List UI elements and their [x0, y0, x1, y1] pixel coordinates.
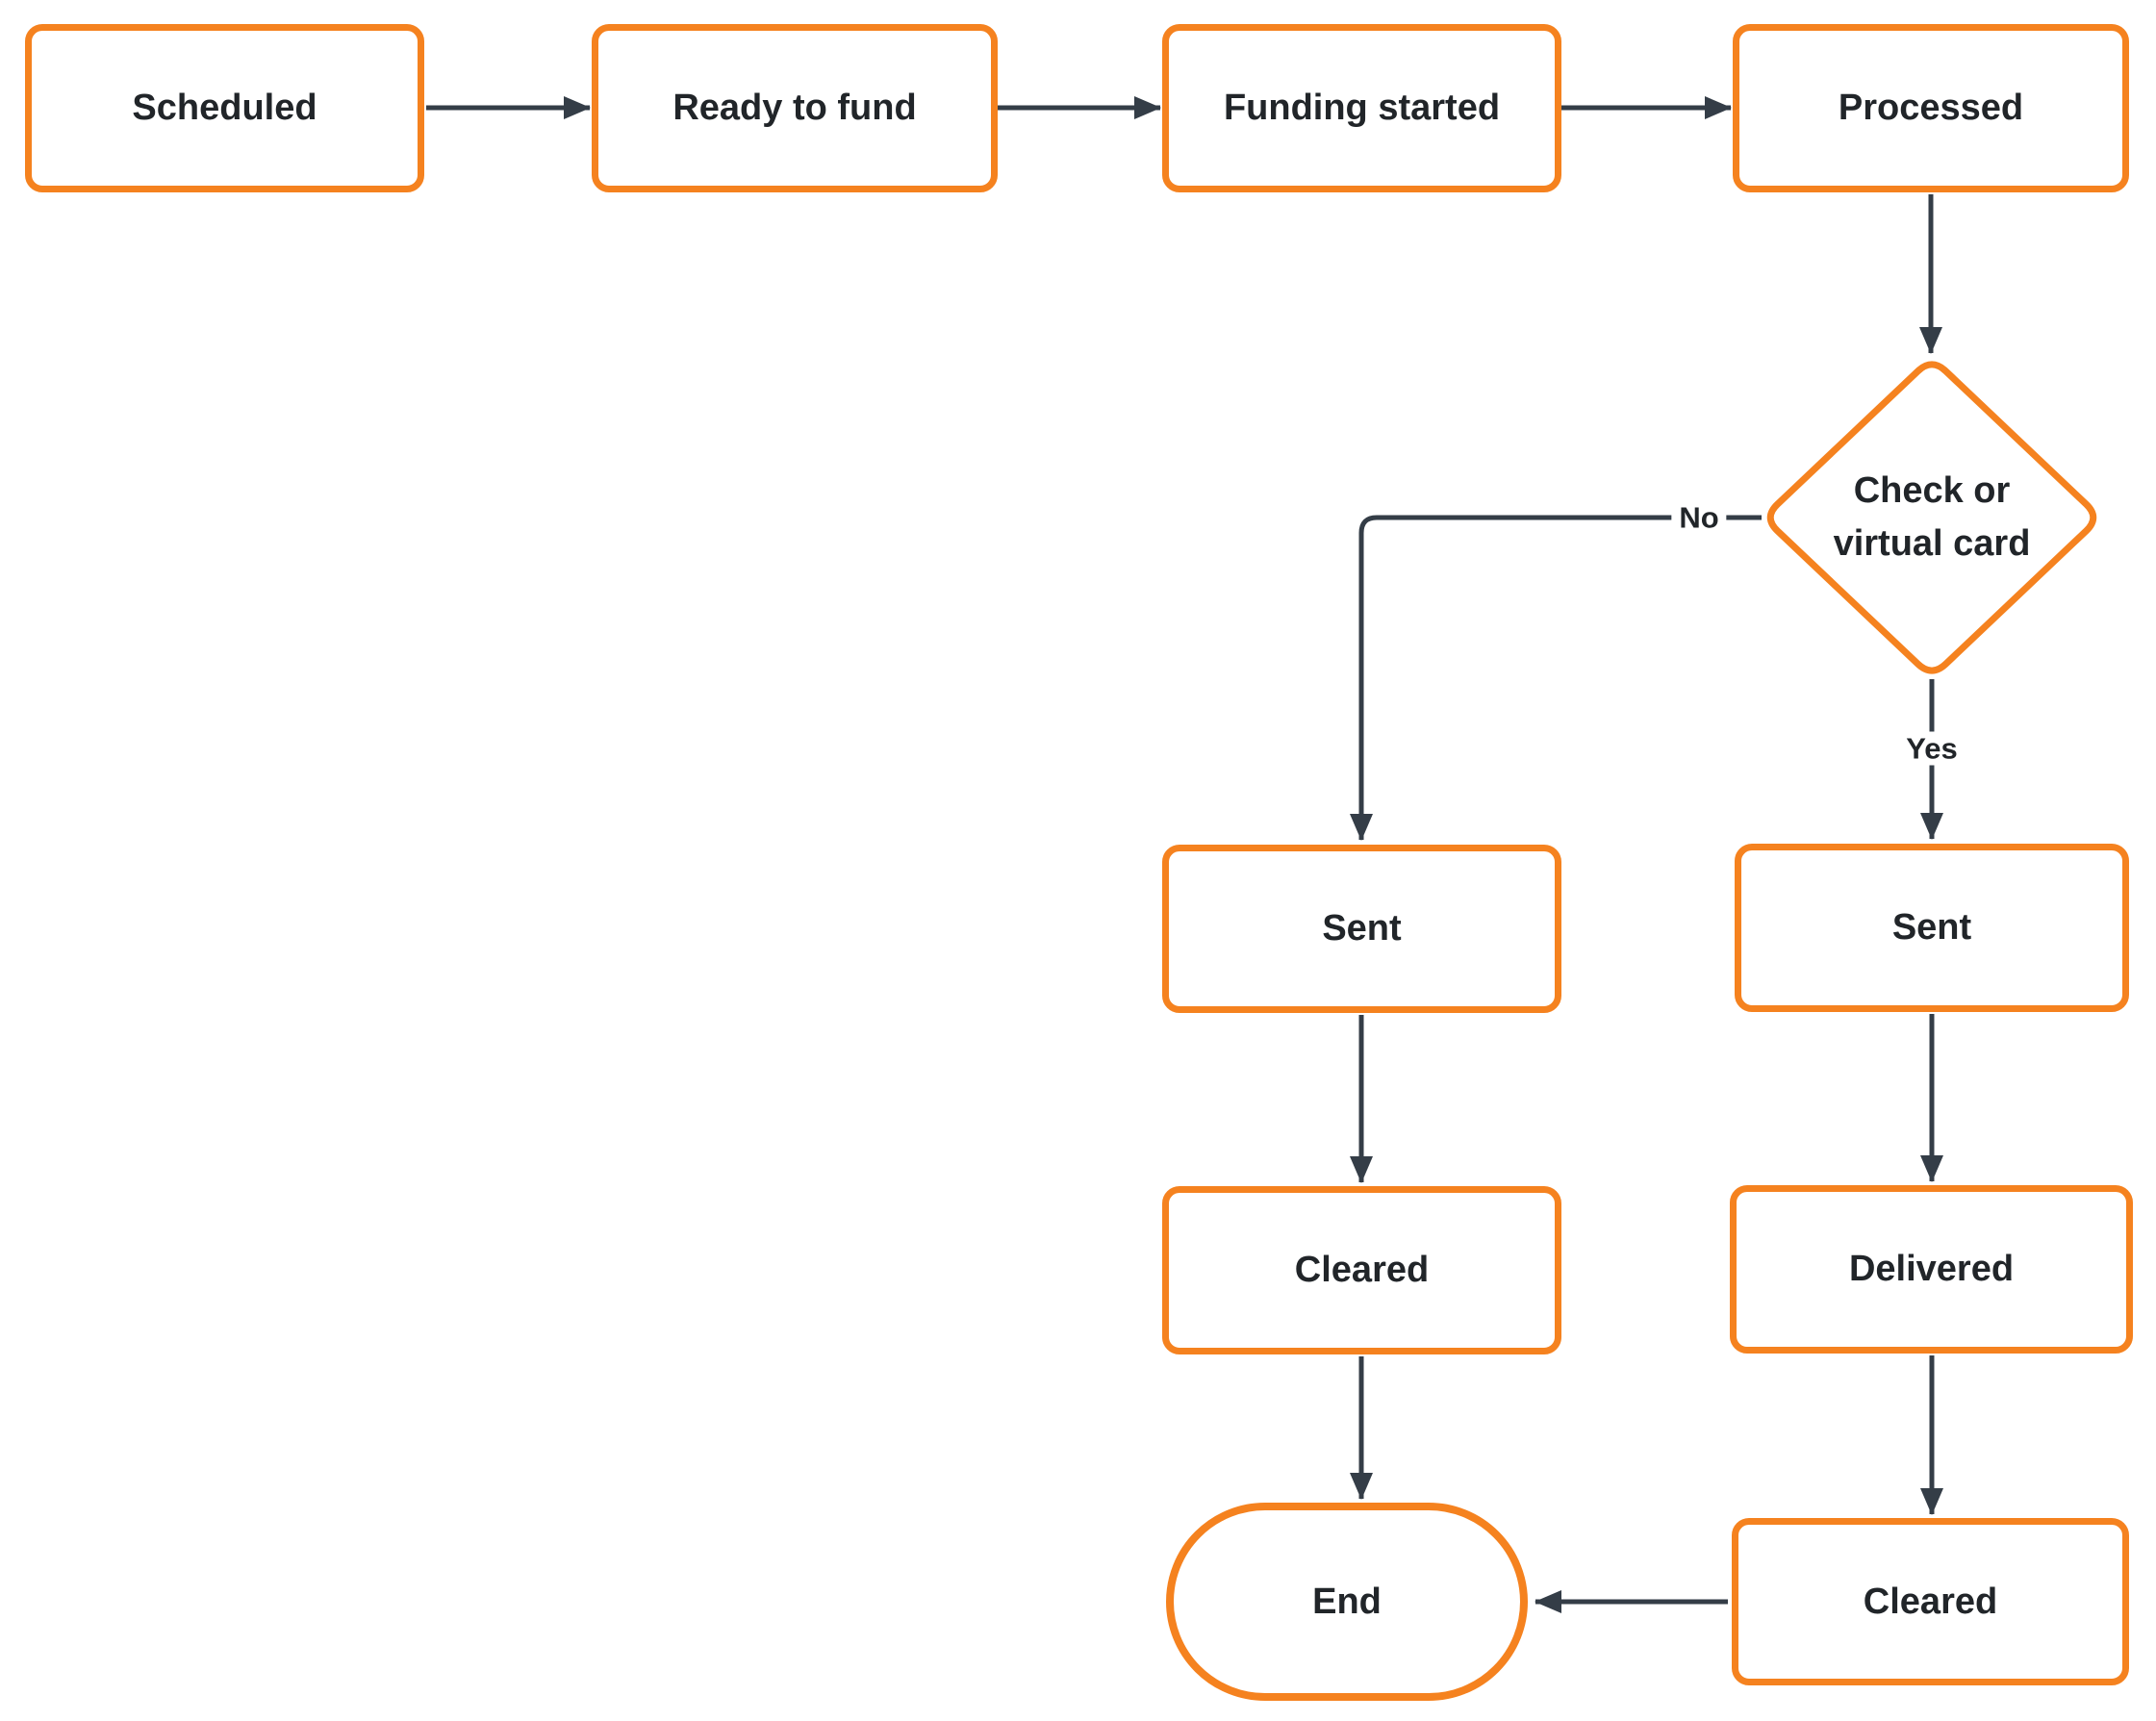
node-cleared-right-label: Cleared — [1863, 1581, 1998, 1622]
node-funding-started[interactable]: Funding started — [1162, 24, 1561, 192]
node-sent-right-label: Sent — [1891, 907, 1972, 948]
node-funding-started-label: Funding started — [1223, 88, 1501, 128]
node-check-or-virtual-card[interactable]: Check or virtual card — [1763, 358, 2100, 677]
node-sent-left[interactable]: Sent — [1162, 845, 1561, 1013]
node-sent-right[interactable]: Sent — [1735, 844, 2129, 1012]
node-cleared-left-label: Cleared — [1294, 1250, 1430, 1290]
node-end-label: End — [1312, 1581, 1382, 1622]
edge-decision-to-sent-left — [1350, 515, 1762, 841]
node-end[interactable]: End — [1166, 1503, 1528, 1701]
node-cleared-left[interactable]: Cleared — [1162, 1186, 1561, 1354]
diamond-shape — [1766, 361, 2097, 674]
node-ready-to-fund-label: Ready to fund — [672, 88, 917, 128]
edge-label-no: No — [1671, 500, 1727, 535]
node-processed[interactable]: Processed — [1733, 24, 2129, 192]
node-scheduled[interactable]: Scheduled — [25, 24, 424, 192]
node-sent-left-label: Sent — [1322, 908, 1402, 949]
node-delivered[interactable]: Delivered — [1730, 1185, 2133, 1354]
node-processed-label: Processed — [1838, 88, 2024, 128]
node-check-or-virtual-card-label: Check or virtual card — [1833, 469, 2031, 564]
node-delivered-label: Delivered — [1848, 1249, 2015, 1289]
node-scheduled-label: Scheduled — [132, 88, 317, 128]
node-cleared-right[interactable]: Cleared — [1732, 1518, 2129, 1685]
edge-label-yes: Yes — [1898, 731, 1966, 766]
node-ready-to-fund[interactable]: Ready to fund — [592, 24, 998, 192]
